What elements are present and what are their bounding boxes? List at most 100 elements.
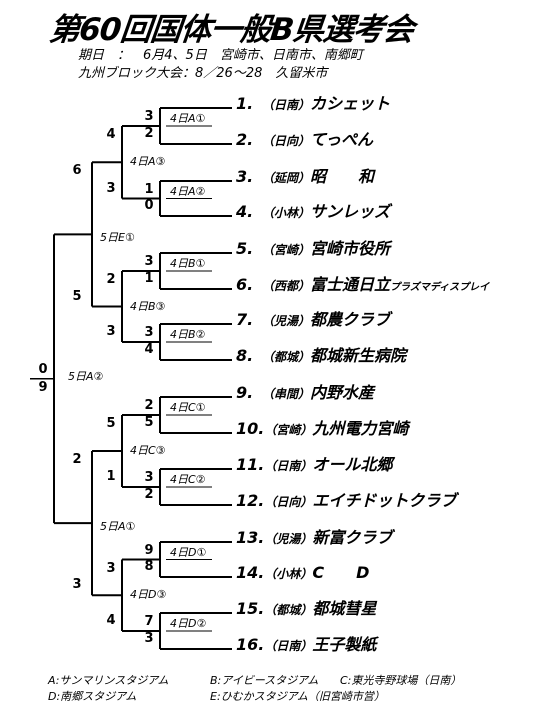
team-name-suffix: プラズマディスプレイ <box>390 282 490 293</box>
team-prefecture: （西都） <box>262 279 311 293</box>
team-name: 都城彗星 <box>312 599 377 618</box>
score-r1-top: 1 <box>144 182 154 197</box>
score-r2-top: 3 <box>106 560 116 576</box>
score-r2-top: 2 <box>106 272 116 287</box>
score-r3-top: 6 <box>72 163 82 179</box>
score-r1-bottom: 2 <box>144 487 154 502</box>
score-r1-bottom: 2 <box>144 126 154 141</box>
game-label-r1: 4日A② <box>170 184 206 198</box>
team-prefecture: （小林） <box>262 206 311 220</box>
team-prefecture: （日南） <box>264 459 313 473</box>
team-name: てっぺん <box>310 130 374 149</box>
game-label-r3: 5日E① <box>100 231 135 245</box>
score-r1-bottom: 4 <box>144 342 154 357</box>
team-entry: 14.（小林）C D <box>236 563 369 584</box>
score-r1-bottom: 1 <box>144 271 154 286</box>
team-seed: 12. <box>236 491 265 510</box>
team-seed: 10. <box>236 419 265 438</box>
team-prefecture: （児湯） <box>264 532 313 546</box>
score-r2-bottom: 1 <box>106 469 116 484</box>
legend-d: D:南郷スタジアム <box>48 690 137 703</box>
score-r1-top: 2 <box>144 398 154 413</box>
score-final-top: 0 <box>38 361 48 377</box>
team-prefecture: （日向） <box>264 495 313 509</box>
team-entry: 16.（日南）王子製紙 <box>236 635 376 656</box>
game-label-r1: 4日B① <box>170 257 206 270</box>
team-name: 昭 和 <box>310 167 375 186</box>
score-r2-bottom: 3 <box>106 324 116 339</box>
game-label-r1: 4日D② <box>170 617 207 630</box>
team-seed: 8. <box>236 346 254 365</box>
team-name: 新富クラブ <box>312 528 393 547</box>
team-prefecture: （都城） <box>262 350 311 364</box>
score-r2-top: 5 <box>106 416 116 431</box>
team-prefecture: （宮崎） <box>262 243 311 257</box>
team-entry: 1.（日南）カシェット <box>236 94 390 115</box>
legend-b: B:アイビースタジアム <box>210 674 319 687</box>
game-label-final: 5日A② <box>68 369 104 383</box>
team-entry: 4.（小林）サンレッズ <box>236 202 390 223</box>
team-seed: 16. <box>236 635 265 654</box>
schedule-info: 期日 ： 6月4、5日 宮崎市、日南市、南郷町 <box>78 48 363 63</box>
team-name: 宮崎市役所 <box>310 239 391 258</box>
team-seed: 11. <box>236 455 265 474</box>
team-seed: 6. <box>236 275 254 294</box>
game-label-r1: 4日D① <box>170 545 207 559</box>
team-name: オール北郷 <box>312 455 393 474</box>
team-entry: 10.（宮崎）九州電力宮崎 <box>236 419 408 440</box>
team-entry: 3.（延岡）昭 和 <box>236 167 374 188</box>
team-entry: 11.（日南）オール北郷 <box>236 455 392 476</box>
block-info: 九州ブロック大会：8／26～28 久留米市 <box>78 66 328 81</box>
game-label-r2: 4日A③ <box>130 155 166 169</box>
team-seed: 13. <box>236 528 265 547</box>
team-entry: 6.（西都）富士通日立プラズマディスプレイ <box>236 275 489 298</box>
team-entry: 12.（日向）エイチドットクラブ <box>236 491 456 512</box>
team-name: C D <box>312 563 370 582</box>
team-seed: 7. <box>236 310 254 329</box>
legend-e: E:ひむかスタジアム（旧宮崎市営） <box>210 690 385 703</box>
game-label-r3: 5日A① <box>100 520 136 534</box>
legend-a: A:サンマリンスタジアム <box>48 674 169 687</box>
team-name: 内野水産 <box>310 383 375 402</box>
team-seed: 2. <box>236 130 254 149</box>
team-prefecture: （宮崎） <box>264 423 313 437</box>
team-name: 王子製紙 <box>312 635 377 654</box>
legend-c: C:東光寺野球場（日南） <box>340 674 462 687</box>
team-entry: 2.（日向）てっぺん <box>236 130 373 151</box>
team-entry: 13.（児湯）新富クラブ <box>236 528 392 549</box>
team-entry: 9.（串間）内野水産 <box>236 383 374 404</box>
team-seed: 5. <box>236 239 254 258</box>
team-entry: 5. （宮崎）宮崎市役所 <box>236 239 390 260</box>
team-name: エイチドットクラブ <box>312 491 457 510</box>
score-r1-top: 3 <box>144 109 154 124</box>
score-final-bottom: 9 <box>38 379 48 395</box>
score-r3-bottom: 5 <box>72 288 82 304</box>
score-r2-bottom: 4 <box>106 613 116 628</box>
team-seed: 1. <box>236 94 254 113</box>
score-r1-top: 9 <box>144 543 154 558</box>
team-prefecture: （延岡） <box>262 171 311 185</box>
team-name: カシェット <box>310 94 391 113</box>
game-label-r2: 4日B③ <box>130 299 166 313</box>
team-prefecture: （日南） <box>264 639 313 653</box>
score-r1-bottom: 5 <box>144 415 154 430</box>
team-name: 九州電力宮崎 <box>312 419 409 438</box>
game-label-r2: 4日C③ <box>130 444 166 457</box>
score-r1-top: 3 <box>144 325 154 340</box>
game-label-r1: 4日C② <box>170 473 206 486</box>
score-r3-bottom: 3 <box>72 577 82 593</box>
team-entry: 15.（都城）都城彗星 <box>236 599 376 620</box>
score-r1-top: 3 <box>144 470 154 485</box>
score-r1-top: 7 <box>144 614 154 629</box>
team-prefecture: （小林） <box>264 567 313 581</box>
score-r1-bottom: 8 <box>144 559 154 574</box>
team-entry: 7.（児湯）都農クラブ <box>236 310 390 331</box>
team-entry: 8.（都城）都城新生病院 <box>236 346 406 367</box>
team-seed: 14. <box>236 563 265 582</box>
team-name: サンレッズ <box>310 202 391 221</box>
team-prefecture: （児湯） <box>262 314 311 328</box>
score-r1-top: 3 <box>144 254 154 269</box>
score-r2-bottom: 3 <box>106 180 116 196</box>
score-r2-top: 4 <box>106 127 116 142</box>
